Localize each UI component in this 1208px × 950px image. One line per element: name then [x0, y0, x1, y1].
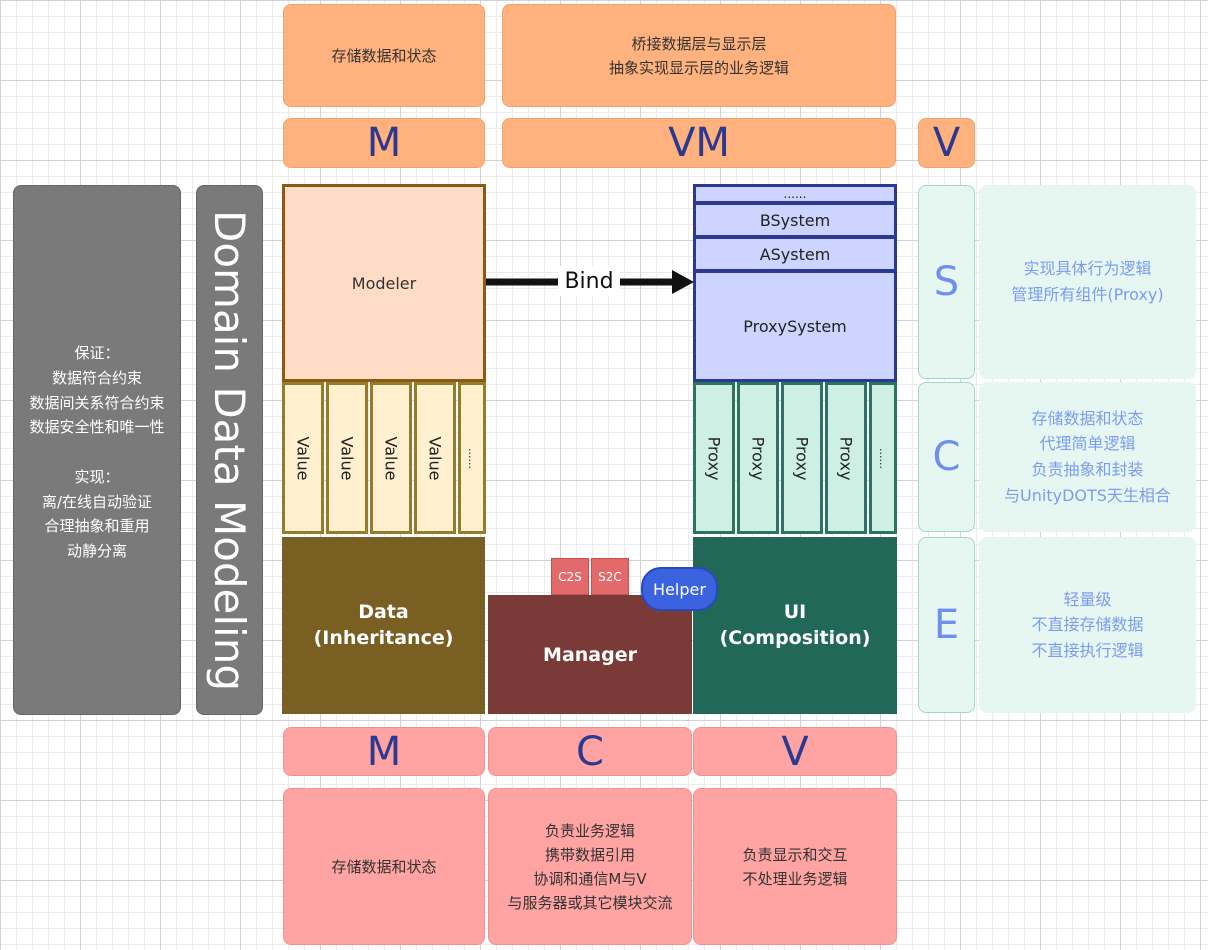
value-cell: Value [326, 382, 368, 534]
proxy-cell: Proxy [737, 382, 779, 534]
proxy-cell: Proxy [825, 382, 867, 534]
value-label: Value [381, 436, 401, 480]
s2c-tag: S2C [591, 558, 629, 595]
bsystem-box: BSystem [693, 202, 897, 238]
modeler-label: Modeler [351, 273, 417, 293]
data-block: Data (Inheritance) [282, 537, 485, 714]
bottom-m-description: 存储数据和状态 [283, 788, 485, 945]
value-label: Value [293, 436, 313, 480]
helper-badge: Helper [641, 567, 718, 611]
value-label: Value [337, 436, 357, 480]
bottom-c-description: 负责业务逻辑 携带数据引用 协调和通信M与V 与服务器或其它模块交流 [488, 788, 692, 945]
s-description: 实现具体行为逻辑 管理所有组件(Proxy) [979, 185, 1196, 379]
proxy-label: Proxy [704, 436, 724, 480]
top-m-description: 存储数据和状态 [283, 4, 485, 107]
top-v-header: V [918, 118, 975, 168]
bottom-m-header: M [283, 727, 485, 776]
proxy-cell: Proxy [693, 382, 735, 534]
proxy-ellipsis-label: ...... [876, 447, 890, 469]
bind-label: Bind [558, 266, 620, 296]
c-header: C [918, 382, 975, 532]
bottom-v-header: V [693, 727, 897, 776]
e-description: 轻量级 不直接存储数据 不直接执行逻辑 [979, 537, 1196, 713]
proxy-label: Proxy [836, 436, 856, 480]
c-description: 存储数据和状态 代理简单逻辑 负责抽象和封装 与UnityDOTS天生相合 [979, 382, 1196, 532]
bottom-c-header: C [488, 727, 692, 776]
c2s-tag: C2S [551, 558, 589, 595]
value-ellipsis-label: ...... [465, 447, 479, 469]
bottom-v-description: 负责显示和交互 不处理业务逻辑 [693, 788, 897, 945]
s-header: S [918, 185, 975, 379]
value-cell: Value [414, 382, 456, 534]
system-ellipsis: ...... [693, 184, 897, 204]
domain-data-modeling-title: Domain Data Modeling [196, 185, 263, 715]
e-header: E [918, 537, 975, 713]
asystem-box: ASystem [693, 236, 897, 272]
top-vm-description: 桥接数据层与显示层 抽象实现显示层的业务逻辑 [502, 4, 896, 107]
top-vm-header: VM [502, 118, 896, 168]
proxy-ellipsis-cell: ...... [869, 382, 897, 534]
domain-data-modeling-text: Domain Data Modeling [205, 209, 255, 691]
ui-block: UI (Composition) [693, 537, 897, 714]
value-ellipsis-cell: ...... [458, 382, 486, 534]
proxy-cell: Proxy [781, 382, 823, 534]
proxysystem-box: ProxySystem [693, 270, 897, 382]
value-cell: Value [370, 382, 412, 534]
manager-block: Manager [488, 595, 692, 714]
top-m-header: M [283, 118, 485, 168]
modeler-box: Modeler [282, 184, 486, 382]
bind-arrow-head [672, 270, 694, 294]
value-cell: Value [282, 382, 324, 534]
value-label: Value [425, 436, 445, 480]
left-notes-panel: 保证： 数据符合约束 数据间关系符合约束 数据安全性和唯一性 实现： 离/在线自… [13, 185, 181, 715]
proxy-label: Proxy [792, 436, 812, 480]
proxy-label: Proxy [748, 436, 768, 480]
